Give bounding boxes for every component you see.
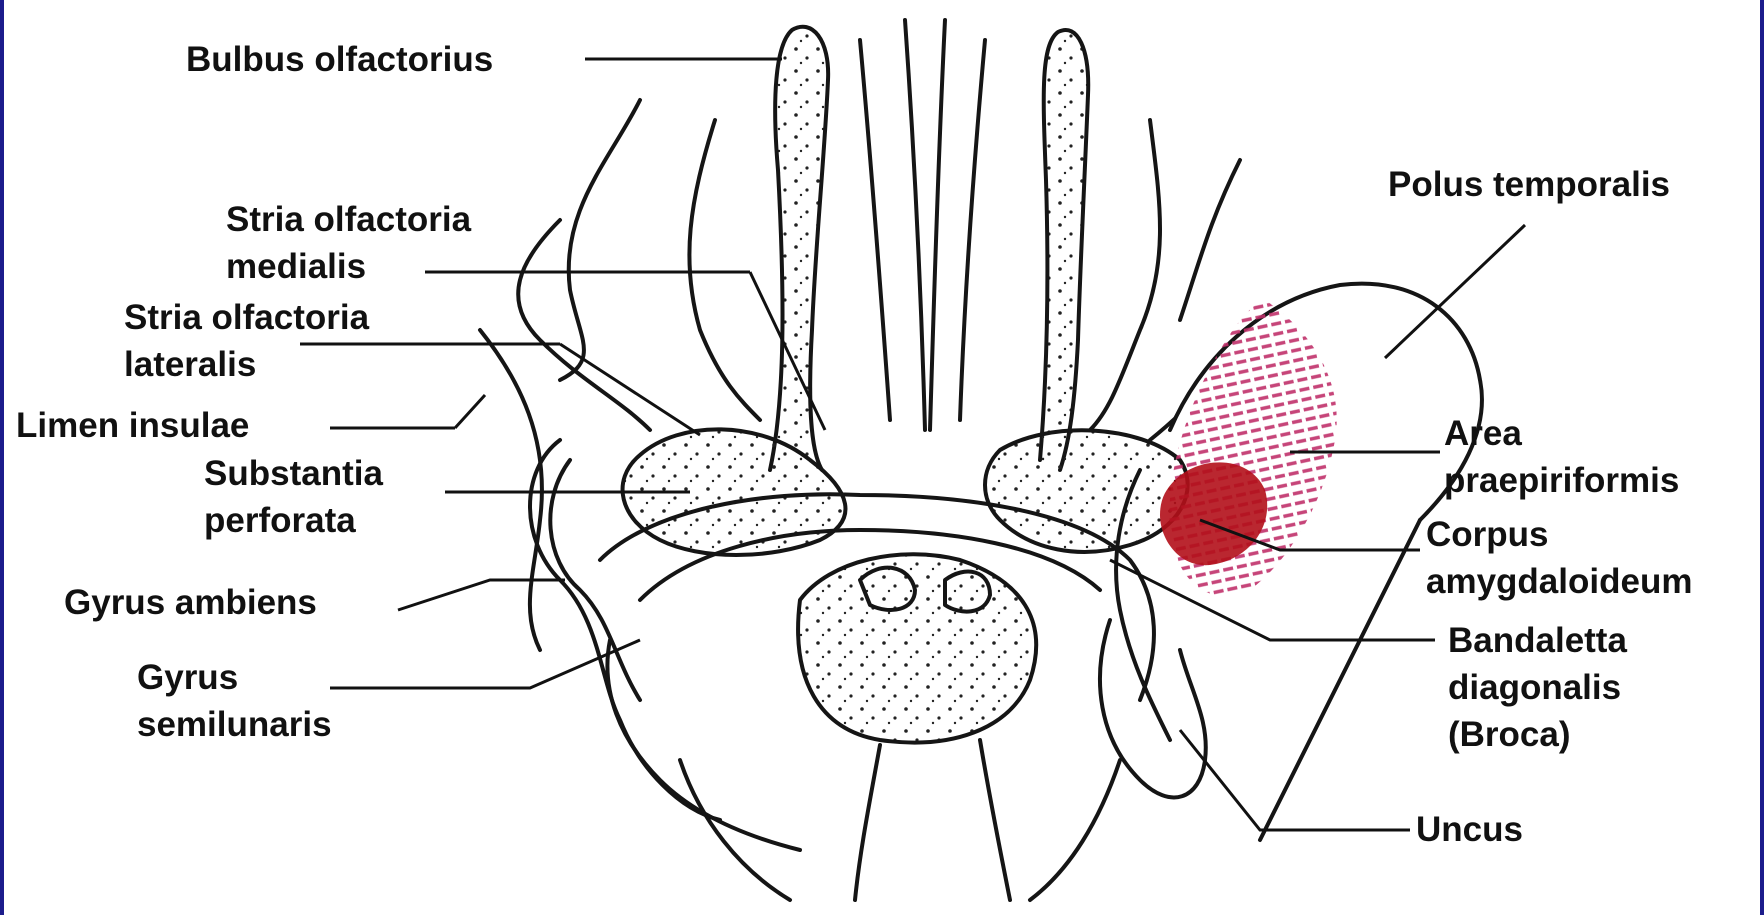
label-bandaletta-line1: Bandaletta xyxy=(1448,617,1627,664)
right-perforated-substance xyxy=(985,430,1188,552)
label-corpus-line2: amygdaloideum xyxy=(1426,558,1692,605)
label-corpus-line1: Corpus xyxy=(1426,511,1692,558)
label-area-line2: praepiriformis xyxy=(1444,457,1679,504)
label-stria-olfactoria-medialis: Stria olfactoria medialis xyxy=(226,196,471,290)
right-gyrus-rectus xyxy=(960,40,985,420)
label-limen-insulae-text: Limen insulae xyxy=(16,402,249,449)
label-area-praepiriformis: Area praepiriformis xyxy=(1444,410,1679,504)
label-polus-temporalis: Polus temporalis xyxy=(1388,161,1670,208)
label-stria-olfactoria-lateralis: Stria olfactoria lateralis xyxy=(124,294,369,388)
label-gyrus-semilunaris-line2: semilunaris xyxy=(137,701,332,748)
label-stria-lateralis-line2: lateralis xyxy=(124,341,369,388)
label-bandaletta-line2: diagonalis xyxy=(1448,664,1627,711)
label-stria-medialis-line1: Stria olfactoria xyxy=(226,196,471,243)
leader-limen-diag xyxy=(455,395,485,428)
midbrain xyxy=(798,554,1036,742)
right-olfactory-tract xyxy=(1040,30,1088,470)
label-limen-insulae: Limen insulae xyxy=(16,402,249,449)
label-uncus: Uncus xyxy=(1416,806,1523,853)
leader-semilunaris xyxy=(330,640,640,688)
label-gyrus-ambiens: Gyrus ambiens xyxy=(64,579,317,626)
leader-uncus xyxy=(1180,730,1410,830)
label-substantia-line2: perforata xyxy=(204,497,383,544)
frontal-sulcus-right-2 xyxy=(1180,160,1240,320)
label-gyrus-semilunaris: Gyrus semilunaris xyxy=(137,654,332,748)
leader-stria-lateralis-diag xyxy=(560,344,700,435)
left-gyrus-rectus xyxy=(860,40,890,420)
label-bulbus-olfactorius-text: Bulbus olfactorius xyxy=(186,36,493,83)
midline-fissure xyxy=(905,20,945,430)
brainstem-right xyxy=(980,740,1010,900)
label-bandaletta-line3: (Broca) xyxy=(1448,711,1627,758)
brainstem-left xyxy=(855,745,880,900)
label-corpus-amygdaloideum: Corpus amygdaloideum xyxy=(1426,511,1692,605)
label-bandaletta-diagonalis: Bandaletta diagonalis (Broca) xyxy=(1448,617,1627,758)
cerebellum-right xyxy=(1030,760,1120,900)
label-stria-medialis-line2: medialis xyxy=(226,243,471,290)
leader-bandaletta xyxy=(1110,560,1435,640)
label-polus-temporalis-text: Polus temporalis xyxy=(1388,161,1670,208)
label-gyrus-semilunaris-line1: Gyrus xyxy=(137,654,332,701)
left-olfactory-tract xyxy=(770,27,828,470)
label-substantia-line1: Substantia xyxy=(204,450,383,497)
label-bulbus-olfactorius: Bulbus olfactorius xyxy=(186,36,493,83)
label-gyrus-ambiens-text: Gyrus ambiens xyxy=(64,579,317,626)
right-outer-temporal xyxy=(1260,520,1420,840)
label-uncus-text: Uncus xyxy=(1416,806,1523,853)
label-area-line1: Area xyxy=(1444,410,1679,457)
leader-ambiens xyxy=(398,580,565,610)
left-semilunar-gyrus xyxy=(607,640,800,850)
label-substantia-perforata: Substantia perforata xyxy=(204,450,383,544)
frontal-sulcus-left-3 xyxy=(518,220,650,430)
frontal-sulcus-left-1 xyxy=(560,100,640,380)
frontal-sulcus-right-1 xyxy=(1090,120,1160,430)
frontal-sulcus-left-2 xyxy=(689,120,760,420)
label-stria-lateralis-line1: Stria olfactoria xyxy=(124,294,369,341)
